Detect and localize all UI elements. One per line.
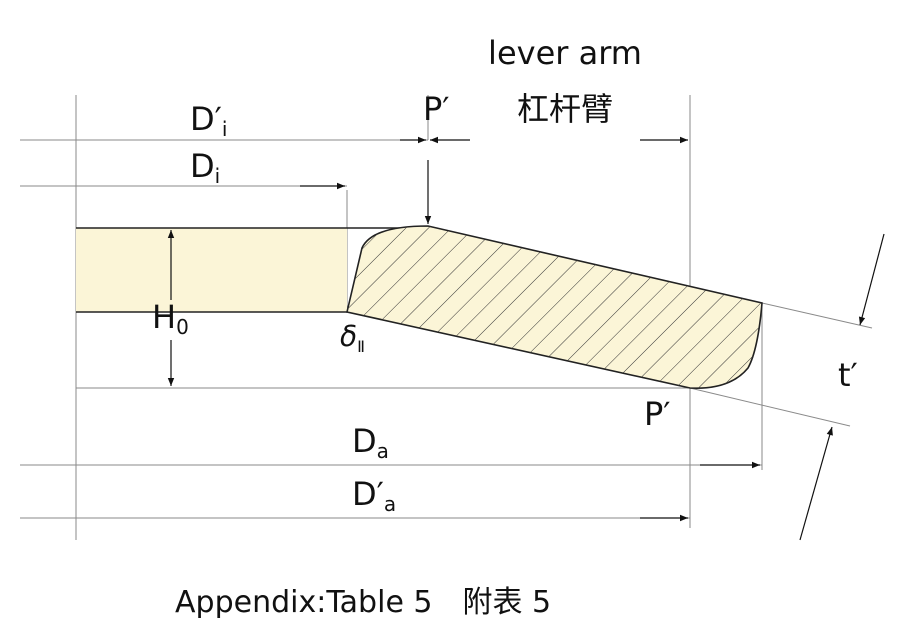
- di-prime-label: D′i: [190, 100, 227, 141]
- di-label: Di: [190, 147, 220, 188]
- figure-caption: Appendix:Table 5 附表 5: [175, 585, 551, 618]
- extension-line-t-top: [761, 302, 873, 329]
- t-prime-arrow-bottom: [799, 426, 833, 541]
- da-label: Da: [352, 422, 389, 463]
- p-prime-bottom-label: P′: [644, 395, 671, 433]
- spring-section-hatch: [347, 226, 762, 389]
- extension-line-t-bottom: [689, 387, 851, 427]
- p-prime-top-label: P′: [423, 90, 450, 128]
- t-prime-label: t′: [838, 356, 858, 394]
- h0-label: H0: [152, 298, 189, 339]
- flat-reference-band: [76, 228, 347, 312]
- delta-label: δⅡ: [340, 320, 365, 356]
- da-prime-label: D′a: [352, 475, 396, 516]
- lever-arm-label-en: lever arm: [488, 34, 642, 72]
- t-prime-arrow-top: [858, 233, 885, 326]
- lever-arm-label-zh: 杠杆臂: [517, 90, 613, 128]
